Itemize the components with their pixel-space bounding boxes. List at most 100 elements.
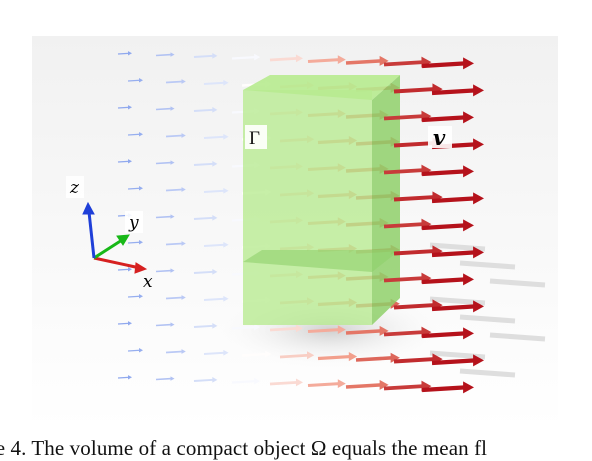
flow-arrowhead (212, 323, 218, 329)
flow-arrowhead (473, 84, 484, 97)
flow-arrow (155, 377, 172, 381)
flow-arrowhead (181, 349, 186, 354)
axis-y-arrow (93, 238, 123, 260)
flow-arrowhead (295, 324, 303, 333)
flow-arrow (155, 269, 172, 273)
flow-arrow (155, 107, 172, 111)
flow-arrowhead (139, 348, 144, 353)
flow-arrowhead (463, 111, 474, 124)
flow-arrowhead (181, 241, 186, 246)
box-bottom-face (243, 250, 400, 272)
flow-arrowhead (139, 132, 144, 137)
flow-arrowhead (337, 379, 346, 389)
axis-y-arrowhead (116, 234, 130, 246)
axis-z-arrow (87, 211, 96, 259)
flow-arrow (383, 114, 424, 121)
flow-arrow (421, 223, 466, 231)
flow-arrow (127, 241, 140, 244)
flow-arrowhead (128, 375, 132, 380)
axis-y-label: y (128, 213, 139, 233)
flow-arrowhead (128, 105, 132, 110)
flow-arrow (421, 61, 466, 69)
flow-arrowhead (170, 268, 175, 273)
flow-arrow (421, 385, 466, 393)
arrow-shadow (489, 278, 546, 288)
flow-arrow (383, 384, 424, 391)
flow-arrow (393, 195, 435, 202)
flow-arrow (155, 161, 172, 165)
flow-arrowhead (212, 215, 218, 221)
flow-arrowhead (473, 192, 484, 205)
axis-x-label: x (143, 272, 153, 292)
flow-arrowhead (212, 377, 218, 383)
flow-arrowhead (170, 376, 175, 381)
flow-arrowhead (223, 241, 229, 248)
flow-arrow (231, 55, 256, 60)
flow-arrow (383, 330, 424, 337)
arrow-shadow (489, 332, 546, 342)
flow-arrow (317, 354, 351, 361)
flow-arrowhead (295, 54, 303, 63)
flow-arrow (203, 81, 225, 86)
flow-arrowhead (212, 161, 218, 167)
flow-arrow (345, 329, 382, 335)
flow-arrow (431, 304, 476, 312)
flow-arrowhead (473, 138, 484, 151)
flow-arrow (269, 327, 298, 332)
flow-arrow (421, 169, 466, 177)
flow-arrow (393, 249, 435, 256)
flow-arrow (117, 322, 129, 325)
flow-arrow (193, 270, 214, 274)
flow-arrow (393, 303, 435, 310)
flow-arrow (193, 324, 214, 328)
flow-arrowhead (170, 106, 175, 111)
flow-arrow (155, 323, 172, 327)
flow-arrow (127, 187, 140, 190)
flow-arrow (231, 325, 256, 330)
flow-arrowhead (212, 269, 218, 275)
flow-arrow (393, 141, 435, 148)
flow-arrow (127, 349, 140, 352)
flow-arrowhead (128, 321, 132, 326)
flow-arrow (193, 54, 214, 58)
flow-arrowhead (170, 52, 175, 57)
flow-arrow (165, 296, 183, 300)
flow-arrow (203, 351, 225, 356)
arrow-shadow (459, 260, 516, 270)
flow-arrow (383, 60, 424, 67)
flow-arrow (393, 87, 435, 94)
axis-z-label: z (69, 178, 80, 198)
flow-arrowhead (265, 350, 272, 358)
flow-arrowhead (223, 79, 229, 86)
axis-x-arrowhead (134, 262, 148, 274)
flow-arrowhead (170, 160, 175, 165)
flow-arrow (279, 353, 309, 359)
flow-arrowhead (473, 246, 484, 259)
flow-arrow (127, 295, 140, 298)
flow-arrow (165, 188, 183, 192)
flow-arrowhead (379, 325, 389, 336)
flow-arrowhead (463, 219, 474, 232)
flow-arrowhead (337, 55, 346, 65)
flow-arrowhead (181, 187, 186, 192)
flow-arrowhead (212, 53, 218, 59)
flow-arrowhead (306, 351, 315, 360)
figure-render: z y x Γ v (32, 36, 558, 428)
flow-arrowhead (170, 322, 175, 327)
flow-arrowhead (463, 327, 474, 340)
figure-caption: ure 4. The volume of a compact object Ω … (0, 436, 488, 460)
flow-arrow (421, 331, 466, 339)
flow-arrow (203, 243, 225, 248)
flow-arrow (203, 189, 225, 194)
flow-arrowhead (223, 295, 229, 302)
flow-arrow (165, 242, 183, 246)
flow-arrowhead (128, 159, 132, 164)
flow-arrowhead (128, 51, 132, 56)
flow-arrowhead (181, 79, 186, 84)
flow-arrowhead (463, 57, 474, 70)
flow-arrowhead (254, 377, 261, 385)
flow-arrow (431, 196, 476, 204)
flow-arrowhead (139, 294, 144, 299)
flow-arrow (421, 115, 466, 123)
flow-arrow (431, 88, 476, 96)
